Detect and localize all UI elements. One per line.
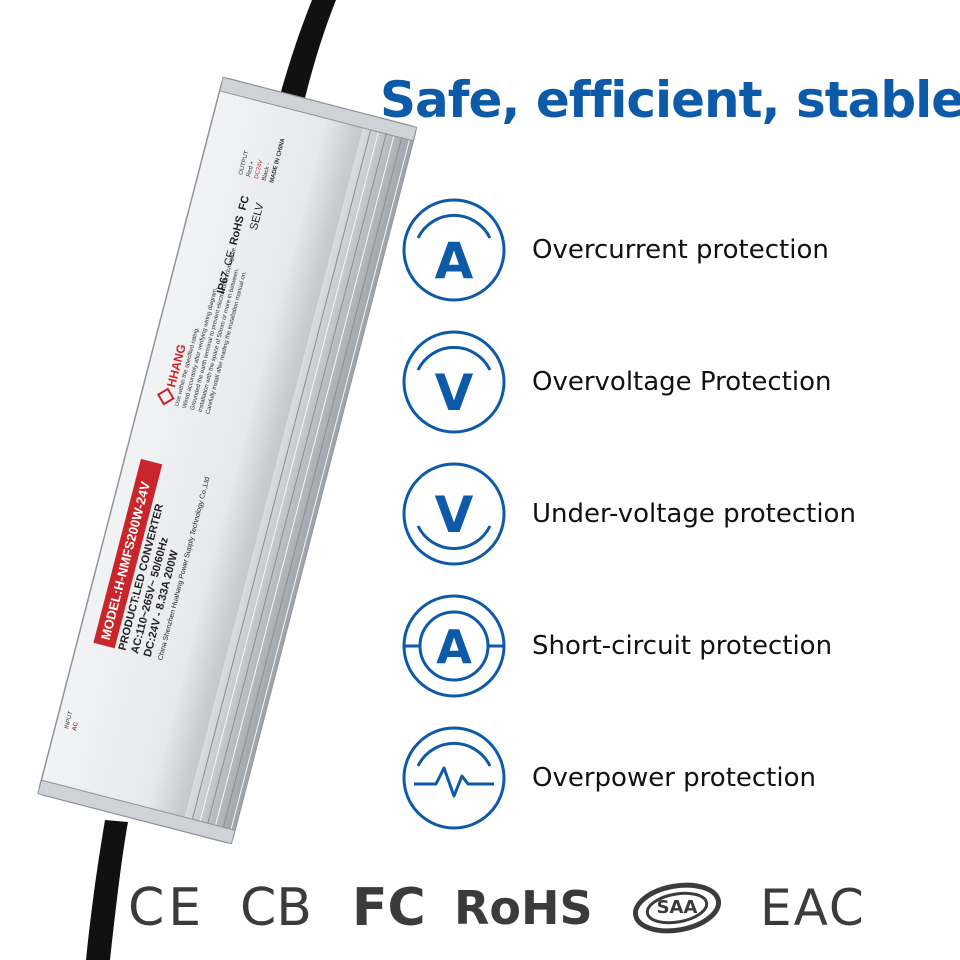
voltmeter-glyph: V bbox=[435, 486, 474, 544]
feature-label: Overvoltage Protection bbox=[532, 367, 832, 397]
ammeter-icon: A bbox=[402, 198, 506, 302]
ammeter-glyph: A bbox=[435, 232, 474, 290]
feature-overpower: Overpower protection bbox=[400, 723, 920, 833]
headline: Safe, efficient, stable bbox=[380, 71, 960, 129]
feature-overcurrent: A Overcurrent protection bbox=[400, 195, 920, 305]
feature-short-circuit: A Short-circuit protection bbox=[400, 591, 920, 701]
model-label-bar bbox=[93, 458, 163, 649]
saa-text: SAA bbox=[656, 897, 698, 918]
power-wave-icon bbox=[402, 726, 506, 830]
feature-label: Short-circuit protection bbox=[532, 631, 833, 661]
voltmeter-glyph: V bbox=[435, 364, 474, 422]
fc-cert: FC bbox=[352, 878, 426, 938]
ce-cert: CE bbox=[128, 878, 206, 938]
cb-cert: CB bbox=[240, 878, 312, 938]
short-circuit-ammeter-icon: A bbox=[402, 594, 506, 698]
voltmeter-icon: V bbox=[402, 462, 506, 566]
feature-undervoltage: V Under-voltage protection bbox=[400, 459, 920, 569]
feature-label: Under-voltage protection bbox=[532, 499, 856, 529]
short-circuit-glyph: A bbox=[436, 620, 472, 674]
input-cable bbox=[86, 820, 128, 960]
voltmeter-icon: V bbox=[402, 330, 506, 434]
output-cable bbox=[280, 0, 336, 98]
saa-logo-icon bbox=[632, 882, 722, 934]
certification-strip: CE CB FC RoHS SAA EAC bbox=[120, 868, 864, 948]
feature-label: Overpower protection bbox=[532, 763, 816, 793]
saa-cert: SAA bbox=[632, 882, 722, 934]
feature-overvoltage: V Overvoltage Protection bbox=[400, 327, 920, 437]
rohs-cert: RoHS bbox=[454, 881, 593, 935]
feature-label: Overcurrent protection bbox=[532, 235, 829, 265]
eac-cert: EAC bbox=[760, 879, 866, 937]
